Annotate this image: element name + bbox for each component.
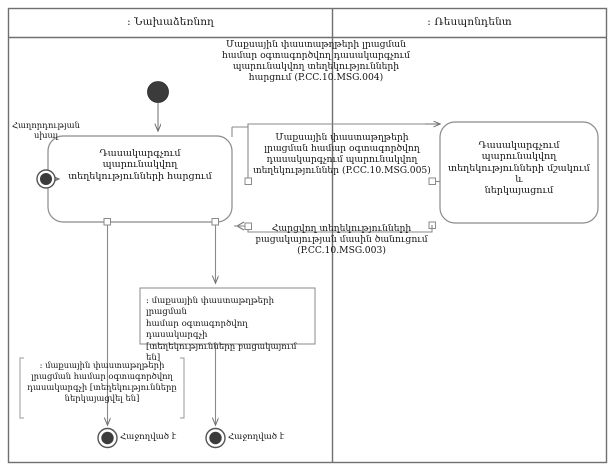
object-presented-label: : մաքսային փաստաթղթերի լրացման համար օգտ… [27,360,177,403]
activity-process-box [439,121,599,224]
lane-header-initiator: : Նախաձեռնող [127,16,214,28]
diagram-frame [7,7,608,464]
message-msg003-label: Հարցվող տեղեկությունների բացակայության մ… [255,223,428,256]
pin-request-bottom-right [211,218,219,226]
pin-request-bottom-left [103,218,111,226]
note-absent-label: : մաքսային փաստաթղթերի լրացման համար օգտ… [146,296,297,364]
final-node-success-left-label: Հաջողված է [120,432,177,442]
initial-node [147,81,169,103]
final-node-error-inner [40,173,52,185]
note-absent-box [139,287,316,345]
final-node-success-right-inner [209,431,222,445]
object-presented-bracket-right [180,357,185,419]
final-node-success-right-label: Հաջողված է [228,432,285,442]
activity-request-label: Դասակարգչում պարունակվող տեղեկություններ… [68,148,212,182]
message-msg005-label: Մաքսային փաստաթղթերի լրացման համար օգտագ… [253,132,431,176]
pin-msg005-right [428,177,436,185]
pin-msg005-left [244,177,252,185]
object-presented-bracket-left [19,357,24,419]
edge-request-to-process [232,123,432,128]
activity-process-label: Դասակարգչում պարունակվող տեղեկություններ… [448,140,590,197]
final-node-success-left-inner [101,431,114,445]
message-msg004-label: Մաքսային փաստաթղթերի լրացման համար օգտագ… [222,39,410,83]
lane-header-respondent: : Ռեսպոնդենտ [427,16,512,28]
final-node-error-label: Հաղորդության սխալ [12,120,80,140]
